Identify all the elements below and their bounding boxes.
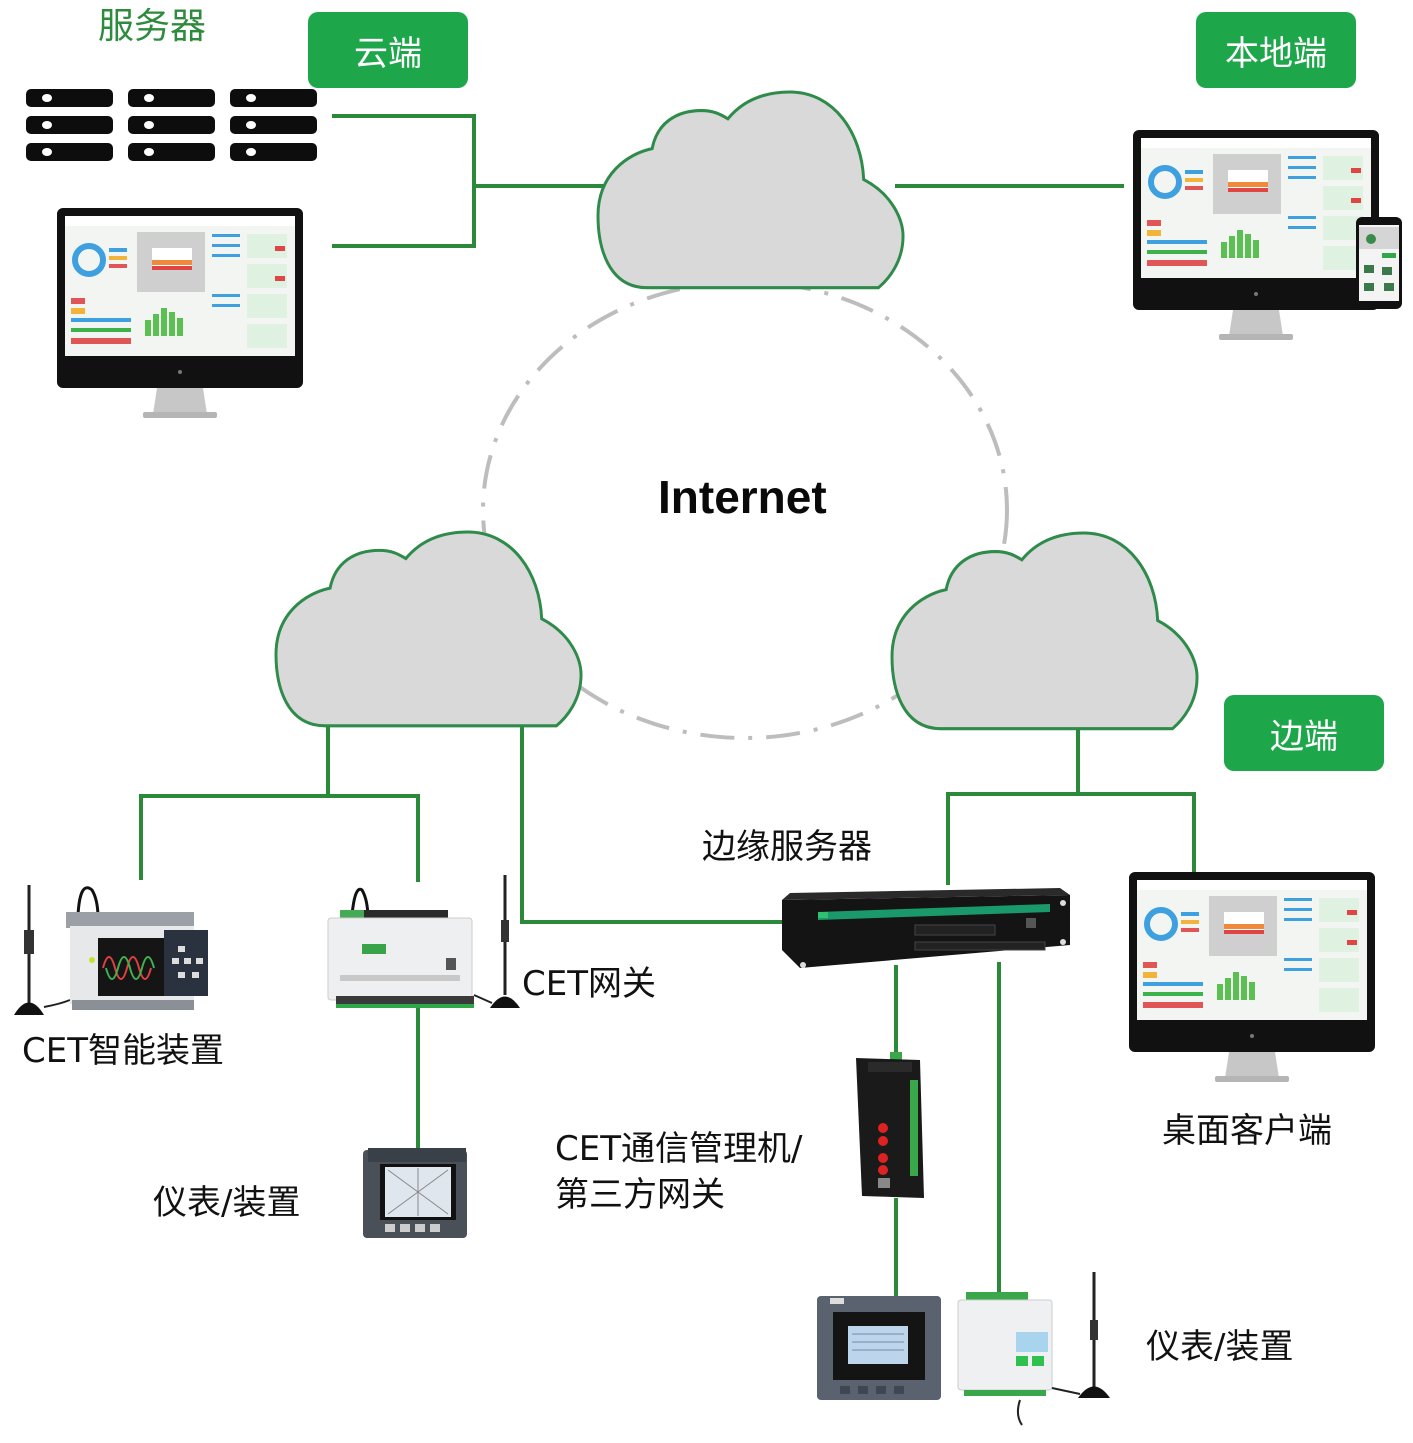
comm-manager-icon bbox=[856, 1052, 924, 1198]
line-servers-to-hub bbox=[332, 114, 476, 248]
desktop-client-label: 桌面客户端 bbox=[1162, 1111, 1332, 1151]
din-meter-right-icon bbox=[957, 1272, 1110, 1426]
desktop-client-monitor-icon bbox=[1129, 872, 1375, 1082]
cloud-right bbox=[890, 531, 1199, 731]
servers-label: 服务器 bbox=[98, 6, 207, 47]
meter-device-right-label: 仪表/装置 bbox=[1146, 1327, 1294, 1367]
local-monitor-icon bbox=[1133, 130, 1379, 340]
cet-smart-device-icon bbox=[14, 885, 208, 1015]
line-left-cloud-to-edge-server bbox=[520, 727, 785, 924]
edge-server-icon bbox=[782, 888, 1070, 968]
edge-server-label: 边缘服务器 bbox=[702, 827, 872, 867]
panel-meter-right-icon bbox=[817, 1296, 941, 1400]
internet-label: Internet bbox=[658, 471, 827, 523]
comm-manager-label-line2: 第三方网关 bbox=[555, 1175, 725, 1215]
cet-gateway-icon bbox=[327, 875, 520, 1008]
cloud-monitor-icon bbox=[57, 208, 303, 418]
cloud-top bbox=[596, 90, 905, 290]
connection-lines bbox=[139, 114, 1196, 1300]
line-right-cloud-branch bbox=[946, 792, 1196, 885]
line-left-cloud-branch bbox=[139, 794, 420, 882]
local-badge: 本地端 bbox=[1196, 12, 1356, 88]
panel-meter-left-icon bbox=[363, 1148, 467, 1238]
cet-smart-device-label: CET智能装置 bbox=[22, 1031, 224, 1071]
cet-gateway-label: CET网关 bbox=[522, 964, 656, 1004]
meter-device-left-label: 仪表/装置 bbox=[153, 1183, 301, 1223]
edge-badge: 边端 bbox=[1224, 695, 1384, 771]
smartphone-icon bbox=[1356, 217, 1402, 309]
cloud-left bbox=[274, 530, 583, 728]
cloud-badge: 云端 bbox=[308, 12, 468, 88]
server-stack-icon bbox=[26, 89, 317, 161]
comm-manager-label-line1: CET通信管理机/ bbox=[555, 1129, 803, 1169]
